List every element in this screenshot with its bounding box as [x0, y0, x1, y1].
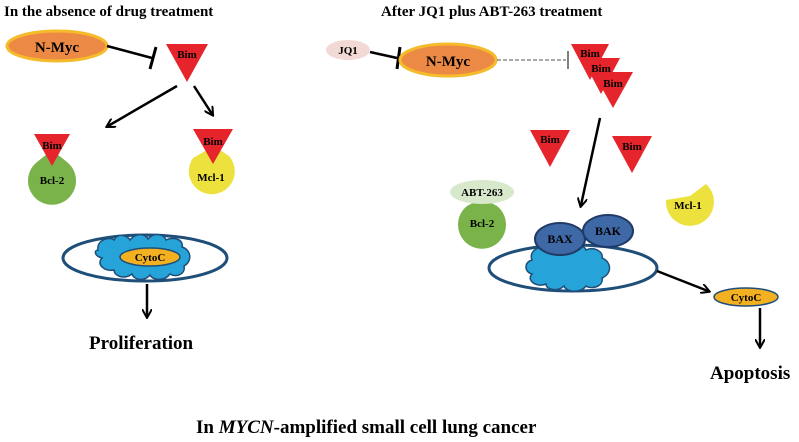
left-bim-top-label: Bim [177, 49, 197, 61]
left-panel-title: In the absence of drug treatment [4, 4, 213, 20]
right-weak-inhibition-edge [497, 51, 569, 69]
right-nmyc-label: N-Myc [426, 54, 470, 70]
figure-caption: In MYCN-amplified small cell lung cancer [196, 417, 537, 438]
left-nmyc-node: N-Myc [5, 29, 109, 63]
right-arrow-to-cytoc [656, 269, 708, 291]
right-jq1-node: JQ1 [326, 40, 370, 60]
left-bim-mcl1-complex: Bim Mcl-1 [188, 129, 235, 195]
left-bim-top: Bim [166, 44, 208, 82]
right-bax-node: BAX [534, 222, 586, 256]
right-nmyc-node: N-Myc [398, 42, 498, 78]
right-bim-free-label-2: Bim [622, 141, 642, 153]
right-jq1-label: JQ1 [338, 45, 358, 57]
left-arrow-to-bcl2 [108, 84, 178, 126]
right-bim-stack-label-1: Bim [580, 48, 600, 60]
right-mcl1-node: Mcl-1 [665, 184, 714, 226]
caption-prefix: In [196, 417, 219, 438]
left-bim-mcl1-label: Bim [203, 136, 223, 148]
caption-gene: MYCN [218, 417, 275, 438]
left-bim-bcl2-label: Bim [42, 140, 62, 152]
left-nmyc-label: N-Myc [35, 40, 79, 56]
right-bim-free-1: Bim [530, 130, 570, 167]
right-panel-title: After JQ1 plus ABT-263 treatment [381, 4, 602, 20]
right-mcl1-label: Mcl-1 [674, 200, 701, 212]
right-bim-free-label-1: Bim [540, 134, 560, 146]
left-mcl1-label: Mcl-1 [197, 172, 224, 184]
left-arrow-to-mcl1 [192, 85, 212, 114]
right-bim-free-2: Bim [612, 136, 652, 173]
right-bak-node: BAK [582, 214, 634, 248]
left-bcl2-label: Bcl-2 [40, 175, 65, 187]
right-bim-stack-label-3: Bim [603, 78, 623, 90]
right-abt263-bcl2-complex: ABT-263 Bcl-2 [450, 180, 514, 249]
right-cytoc-node: CytoC [713, 287, 779, 307]
right-outcome-label: Apoptosis [710, 363, 790, 384]
right-arrow-to-bax [581, 117, 602, 205]
left-mitochondrion: CytoC [61, 233, 229, 283]
right-abt263-label: ABT-263 [461, 187, 503, 199]
left-cytoc-node [119, 247, 181, 267]
left-bim-bcl2-complex: Bim Bcl-2 [28, 134, 77, 205]
right-cytoc-label: CytoC [731, 292, 762, 304]
right-bax-label: BAX [547, 232, 573, 246]
left-cytoc-label: CytoC [135, 252, 166, 264]
right-bim-stack: Bim Bim Bim [571, 44, 633, 108]
caption-suffix: -amplified small cell lung cancer [274, 417, 537, 438]
right-jq1-inhibition-edge [369, 46, 402, 70]
left-inhibition-edge [106, 44, 158, 70]
left-outcome-label: Proliferation [89, 333, 194, 354]
right-bak-label: BAK [595, 224, 622, 238]
right-bcl2-label: Bcl-2 [470, 218, 495, 230]
